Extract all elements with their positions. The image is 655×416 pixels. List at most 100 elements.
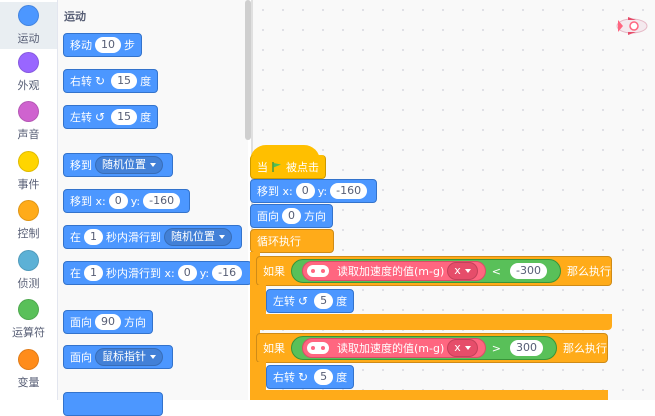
less-than-operator[interactable]: 读取加速度的值(m-g) x < -300 [291,259,561,283]
palette-scrollbar[interactable] [245,0,251,140]
degrees-input[interactable]: 5 [314,369,334,385]
axis-dropdown[interactable]: x [447,339,478,357]
block-label: 方向 [124,316,146,329]
category-label: 运算符 [12,326,45,339]
block-label: 被点击 [286,160,319,174]
category-motion[interactable]: 运动 [0,2,57,49]
block-label: 秒内滑行到 x: [106,267,175,280]
block-label: 如果 [263,342,285,355]
direction-input[interactable]: 90 [95,314,121,330]
rotate-right-icon: ↻ [298,370,309,384]
turn-right-block[interactable]: 右转 ↻ 15 度 [63,69,159,93]
category-operators[interactable]: 运算符 [0,299,57,343]
dropdown-value: x [454,264,461,277]
palette-section-title: 运动 [64,10,86,23]
rocket-sprite-icon[interactable] [614,8,650,44]
category-label: 控制 [17,227,40,240]
glide-target-dropdown[interactable]: 随机位置 [164,228,232,246]
rotate-left-icon: ↺ [298,294,309,308]
point-towards-block[interactable]: 面向 鼠标指针 [63,345,173,369]
green-flag-icon [272,161,281,172]
block-label: y: [317,184,328,198]
script-goto-xy-block[interactable]: 移到 x: 0 y: -160 [250,179,378,203]
turn-left-block[interactable]: 左转 ↺ 15 度 [63,105,159,129]
if-block-bottom [256,390,608,400]
read-acceleration-reporter[interactable]: 读取加速度的值(m-g) x [302,261,486,281]
threshold-input[interactable]: -300 [509,263,547,279]
move-steps-block[interactable]: 移动 10 步 [63,33,142,57]
goto-target-dropdown[interactable]: 随机位置 [95,156,163,174]
axis-dropdown[interactable]: x [447,262,478,280]
x-input[interactable]: 0 [295,183,315,199]
y-input[interactable]: -160 [143,193,181,209]
block-label: 右转 [70,75,92,88]
if-then-block[interactable]: 如果 读取加速度的值(m-g) x < -300 那么执行 [256,256,612,286]
category-events[interactable]: 事件 [0,151,57,195]
block-label: 秒内滑行到 [106,231,161,244]
point-direction-block[interactable]: 面向 90 方向 [63,310,153,334]
read-acceleration-reporter[interactable]: 读取加速度的值(m-g) x [302,338,486,358]
category-label: 声音 [17,128,40,141]
block-label: 读取加速度的值(m-g) [337,342,445,355]
category-control[interactable]: 控制 [0,200,57,244]
rotate-right-icon: ↻ [95,74,106,88]
forever-block[interactable]: 循环执行 [250,229,334,253]
goto-xy-block[interactable]: 移到 x: 0 y: -160 [63,189,191,213]
sensor-icon [307,265,329,277]
block-label: 在 [70,267,81,280]
degrees-input[interactable]: 15 [111,73,138,89]
point-target-dropdown[interactable]: 鼠标指针 [95,348,163,366]
if-then-block[interactable]: 如果 读取加速度的值(m-g) x > 300 那么执行 [256,333,608,363]
y-input[interactable]: -160 [330,183,368,199]
dropdown-value: x [454,341,461,354]
script-turn-left-block[interactable]: 左转 ↺ 5 度 [266,289,355,313]
operator-symbol: > [491,341,501,355]
sound-color-dot-icon [18,101,39,122]
steps-input[interactable]: 10 [95,37,121,53]
category-variables[interactable]: 变量 [0,349,57,393]
motion-block-partial[interactable] [63,392,163,416]
if-block-bottom [256,314,612,330]
block-label: 步 [124,39,135,52]
sensing-color-dot-icon [18,250,39,271]
block-label: 如果 [263,265,285,278]
category-label: 外观 [17,79,40,92]
control-color-dot-icon [18,200,39,221]
block-label: 读取加速度的值(m-g) [337,265,445,278]
chevron-down-icon [219,235,225,239]
glide-xy-block[interactable]: 在 1 秒内滑行到 x: 0 y: -16 [63,261,253,285]
block-label: 移到 x: [257,185,293,198]
glide-to-block[interactable]: 在 1 秒内滑行到 随机位置 [63,225,242,249]
x-input[interactable]: 0 [177,265,197,281]
degrees-input[interactable]: 15 [111,109,138,125]
block-label: 面向 [70,351,92,364]
category-sensing[interactable]: 侦测 [0,250,57,294]
sensor-icon [307,342,329,354]
category-looks[interactable]: 外观 [0,52,57,96]
script-point-direction-block[interactable]: 面向 0 方向 [250,204,333,228]
threshold-input[interactable]: 300 [509,340,543,356]
x-input[interactable]: 0 [108,193,128,209]
operator-symbol: < [491,264,501,278]
block-label: 循环执行 [257,235,301,248]
when-flag-clicked-block[interactable]: 当 被点击 [250,155,326,179]
events-color-dot-icon [18,151,39,172]
block-label: y: [130,194,141,208]
script-turn-right-block[interactable]: 右转 ↻ 5 度 [266,365,355,389]
goto-block[interactable]: 移到 随机位置 [63,153,173,177]
dropdown-value: 鼠标指针 [102,350,146,363]
block-label: 方向 [304,210,326,223]
y-input[interactable]: -16 [212,265,243,281]
block-label: 左转 [70,111,92,124]
direction-input[interactable]: 0 [282,208,301,224]
greater-than-operator[interactable]: 读取加速度的值(m-g) x > 300 [291,336,557,360]
category-sound[interactable]: 声音 [0,101,57,145]
if-block-arm [256,362,266,400]
seconds-input[interactable]: 1 [84,265,103,281]
chevron-down-icon [464,269,471,273]
seconds-input[interactable]: 1 [84,229,103,245]
block-label: 那么执行 [566,265,611,278]
degrees-input[interactable]: 5 [314,293,334,309]
block-label: 度 [336,295,348,308]
block-label: 度 [140,111,152,124]
